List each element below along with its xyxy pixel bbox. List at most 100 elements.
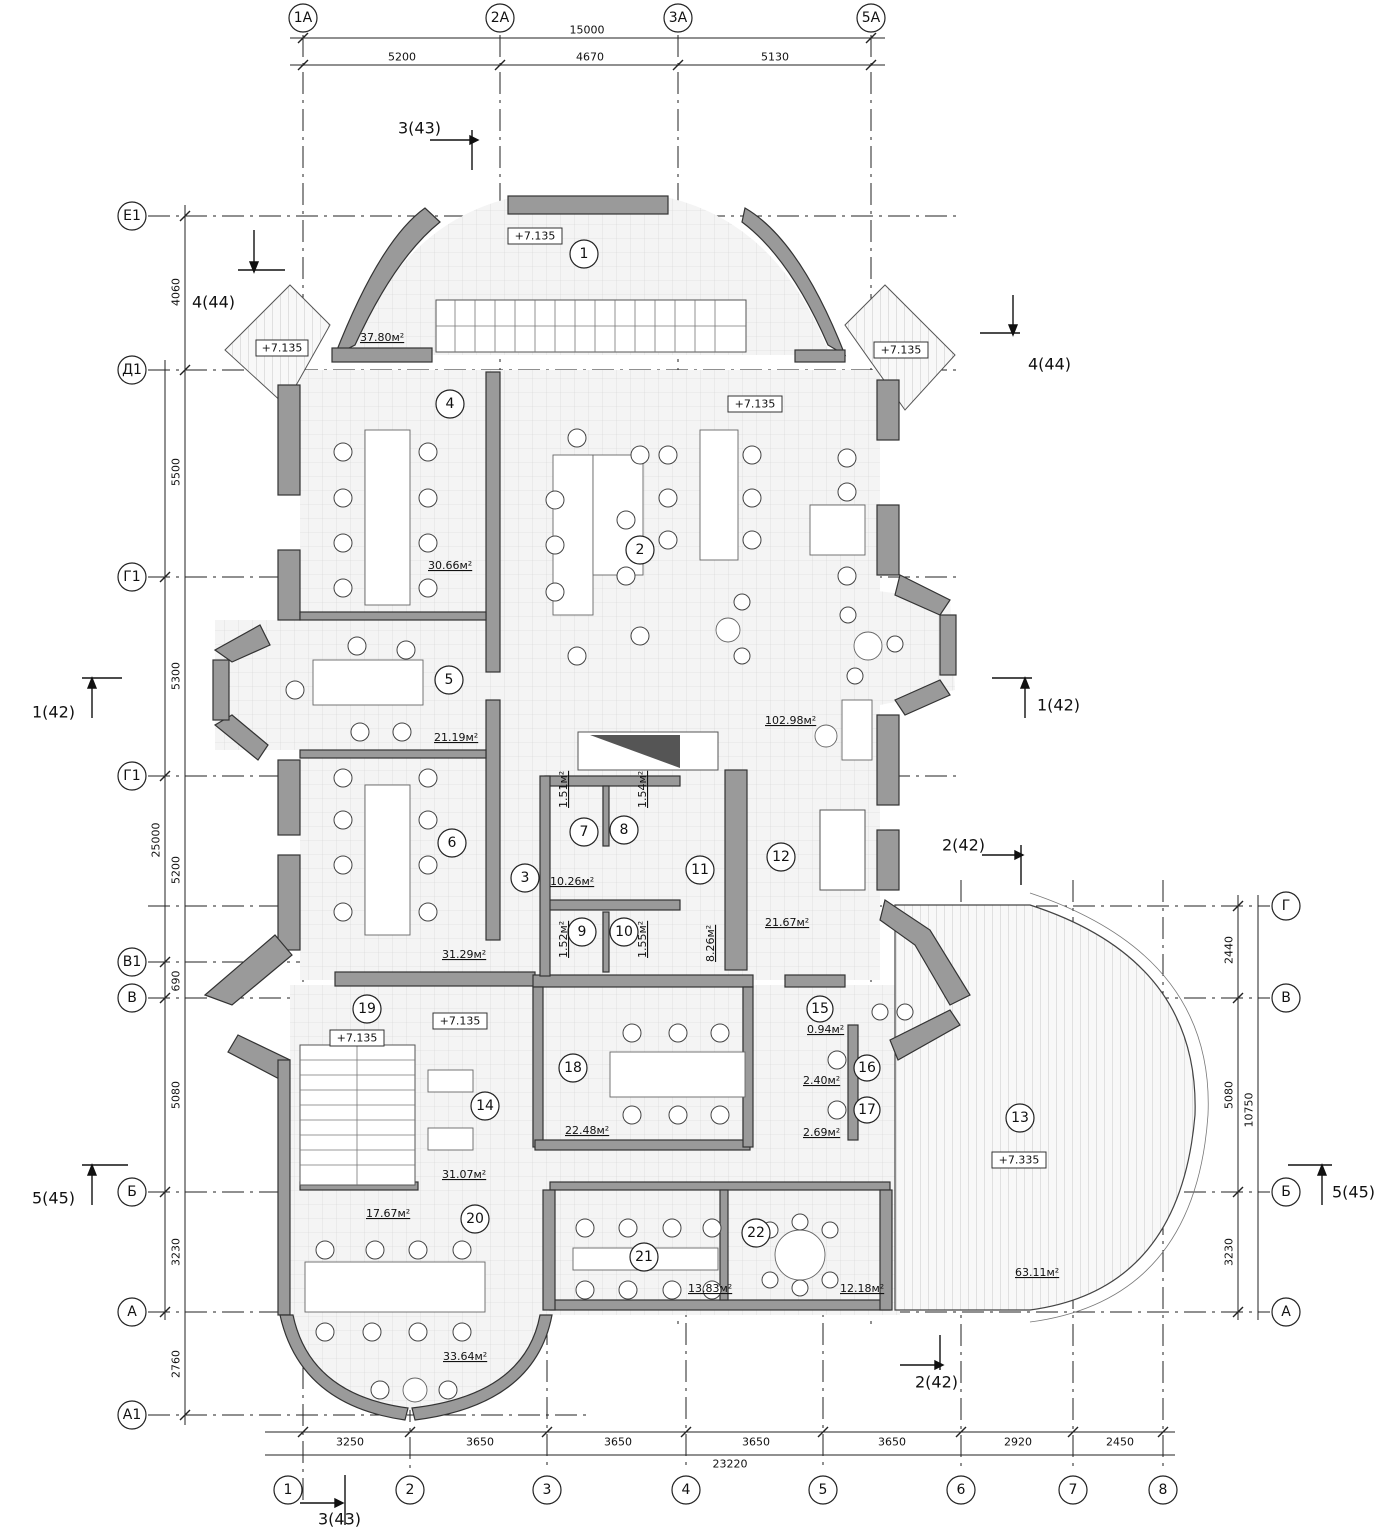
grid-mark-v: В (127, 990, 137, 1006)
area-room-4: 30.66м² (428, 559, 472, 572)
grid-mark-g-right: Г (1282, 898, 1291, 914)
dim-right-2: 5080 (1223, 1081, 1236, 1109)
area-room-13: 63.11м² (1015, 1266, 1059, 1279)
dim-top-1: 5200 (388, 51, 416, 64)
grid-mark-6: 6 (957, 1482, 966, 1498)
grid-mark-4: 4 (682, 1482, 691, 1498)
grid-mark-8: 8 (1159, 1482, 1168, 1498)
section-4-right: 4(44) (1028, 355, 1071, 374)
grid-mark-a: А (127, 1304, 137, 1320)
area-room-21: 13.83м² (688, 1282, 732, 1295)
level-balcony-right: +7.135 (881, 344, 922, 357)
grid-mark-v-right: В (1281, 990, 1291, 1006)
area-room-11: 8.26м² (704, 925, 717, 962)
dim-bottom-3: 3650 (604, 1436, 632, 1449)
level-room-13: +7.335 (999, 1154, 1040, 1167)
section-5-left: 5(45) (32, 1189, 75, 1208)
room-number-12: 12 (772, 849, 790, 865)
grid-mark-5a: 5A (862, 10, 881, 26)
area-room-1: 37.80м² (360, 331, 404, 344)
area-room-15: 0.94м² (807, 1023, 844, 1036)
grid-mark-g1-upper: Г1 (123, 569, 140, 585)
room-number-11: 11 (691, 862, 709, 878)
section-2-bottom: 2(42) (915, 1373, 958, 1392)
dim-top-3: 5130 (761, 51, 789, 64)
dim-bottom-4: 3650 (742, 1436, 770, 1449)
furniture (285, 428, 914, 1403)
level-room-14: +7.135 (440, 1015, 481, 1028)
dim-left-4: 5200 (170, 856, 183, 884)
grid-mark-1: 1 (284, 1482, 293, 1498)
section-3-top: 3(43) (398, 119, 441, 138)
room-number-22: 22 (747, 1225, 765, 1241)
grid-mark-b: Б (127, 1184, 137, 1200)
area-room-14: 31.07м² (442, 1168, 486, 1181)
grid-mark-3a: 3A (669, 10, 688, 26)
grid-mark-d1: Д1 (122, 362, 142, 378)
room-number-6: 6 (448, 835, 457, 851)
room-numbers: 1 2 3 4 5 6 7 8 9 10 11 12 13 14 15 16 1… (352, 239, 1035, 1272)
level-room-19: +7.135 (337, 1032, 378, 1045)
dim-bottom-2: 3650 (466, 1436, 494, 1449)
grid-mark-a-right: А (1281, 1304, 1291, 1320)
grid-mark-g1-lower: Г1 (123, 768, 140, 784)
room-number-13: 13 (1011, 1110, 1029, 1126)
room-number-18: 18 (564, 1060, 582, 1076)
room-number-1: 1 (580, 246, 589, 262)
dim-bottom-5: 3650 (878, 1436, 906, 1449)
dim-left-2: 5500 (170, 458, 183, 486)
area-room-6: 31.29м² (442, 948, 486, 961)
area-room-10: 1.55м² (636, 921, 649, 958)
section-2-top: 2(42) (942, 836, 985, 855)
dim-left-6: 5080 (170, 1081, 183, 1109)
area-room-20: 33.64м² (443, 1350, 487, 1363)
level-room-1: +7.135 (515, 230, 556, 243)
section-3-bottom: 3(43) (318, 1510, 361, 1529)
grid-mark-a1: А1 (123, 1407, 141, 1423)
room-number-5: 5 (445, 672, 454, 688)
grid-mark-5: 5 (819, 1482, 828, 1498)
dim-right-overall: 10750 (1243, 1093, 1256, 1128)
dim-bottom-6: 2920 (1004, 1436, 1032, 1449)
dim-top-2: 4670 (576, 51, 604, 64)
room-number-4: 4 (446, 396, 455, 412)
room-number-2: 2 (636, 542, 645, 558)
dim-left-5: 690 (170, 971, 183, 992)
stairs (299, 299, 866, 1186)
dim-right-1: 2440 (1223, 936, 1236, 964)
grid-mark-v1: В1 (123, 954, 142, 970)
grid-mark-2a: 2A (491, 10, 510, 26)
dimension-text: 15000 5200 4670 5130 3250 3650 3650 3650… (150, 24, 1256, 1471)
area-room-3: 10.26м² (550, 875, 594, 888)
area-room-18: 22.48м² (565, 1124, 609, 1137)
level-room-2: +7.135 (735, 398, 776, 411)
dim-bottom-7: 2450 (1106, 1436, 1134, 1449)
room-number-8: 8 (620, 822, 629, 838)
area-room-5: 21.19м² (434, 731, 478, 744)
section-5-right: 5(45) (1332, 1183, 1375, 1202)
grid-mark-2: 2 (406, 1482, 415, 1498)
room-number-3: 3 (521, 870, 530, 886)
dim-right-3: 3230 (1223, 1238, 1236, 1266)
dim-bottom-overall: 23220 (713, 1458, 748, 1471)
area-room-12: 21.67м² (765, 916, 809, 929)
area-room-19: 17.67м² (366, 1207, 410, 1220)
section-1-left: 1(42) (32, 703, 75, 722)
dim-left-7: 3230 (170, 1238, 183, 1266)
grid-markers-bottom: 1 2 3 4 5 6 7 8 (273, 1475, 1178, 1505)
room-number-17: 17 (858, 1102, 876, 1118)
grid-markers-right: Г В Б А (1271, 891, 1301, 1327)
room-number-20: 20 (466, 1211, 484, 1227)
dim-left-3: 5300 (170, 662, 183, 690)
level-balcony-left: +7.135 (262, 342, 303, 355)
room-number-16: 16 (858, 1060, 876, 1076)
grid-mark-b-right: Б (1281, 1184, 1291, 1200)
area-room-16: 2.40м² (803, 1074, 840, 1087)
dim-bottom-1: 3250 (336, 1436, 364, 1449)
room-number-14: 14 (476, 1098, 494, 1114)
grid-mark-3: 3 (543, 1482, 552, 1498)
grid-markers-left: Е1 Д1 Г1 Г1 В1 В Б А А1 (117, 201, 147, 1430)
area-room-9: 1.52м² (557, 921, 570, 958)
dim-top-overall: 15000 (570, 24, 605, 37)
